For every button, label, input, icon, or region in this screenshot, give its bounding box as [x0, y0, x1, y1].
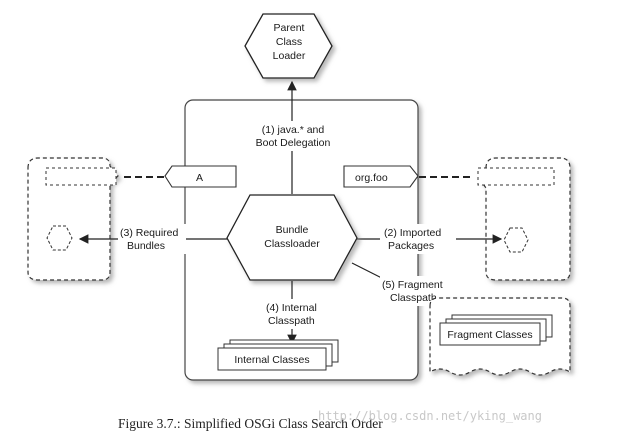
- right-bundle-hex-icon: [503, 227, 529, 253]
- parent-loader-line-2: Class: [276, 36, 302, 48]
- boot-delegation-label-1: (1) java.* and: [262, 124, 325, 136]
- fragment-classpath-label-2: Classpath: [390, 292, 437, 304]
- imported-packages-label-2: Packages: [388, 240, 434, 252]
- internal-classpath-label-2: Classpath: [268, 315, 315, 327]
- internal-classpath-label-1: (4) Internal: [266, 302, 317, 314]
- boot-delegation-label-2: Boot Delegation: [256, 137, 331, 149]
- fragment-classes-label: Fragment Classes: [447, 329, 532, 341]
- bundle-classloader: Bundle Classloader: [226, 194, 358, 281]
- export-orgfoo-tab: org.foo: [343, 165, 419, 188]
- fragment-bundle: Fragment Classes: [429, 297, 571, 376]
- bundle-classloader-line-1: Bundle: [276, 224, 309, 236]
- fragment-classpath-label-1: (5) Fragment: [382, 279, 443, 291]
- bundle-classloader-line-2: Classloader: [264, 238, 320, 250]
- imported-packages-label-1: (2) Imported: [384, 227, 441, 239]
- parent-loader-line-3: Loader: [273, 50, 306, 62]
- internal-classes-label: Internal Classes: [234, 354, 309, 366]
- watermark: http://blog.csdn.net/yking_wang: [318, 409, 542, 423]
- required-bundles-label-1: (3) Required: [120, 227, 179, 239]
- figure-caption: Figure 3.7.: Simplified OSGi Class Searc…: [118, 416, 383, 431]
- left-bundle: [27, 157, 119, 281]
- parent-class-loader: Parent Class Loader: [244, 13, 333, 79]
- required-bundles-label-2: Bundles: [127, 240, 165, 252]
- parent-loader-line-1: Parent: [274, 22, 305, 34]
- right-bundle: [477, 157, 571, 281]
- internal-classes-stack: Internal Classes: [217, 339, 339, 371]
- left-bundle-hex-icon: [46, 225, 73, 251]
- export-a-tab: A: [164, 165, 237, 188]
- export-a-label: A: [196, 172, 203, 184]
- export-orgfoo-label: org.foo: [355, 172, 388, 184]
